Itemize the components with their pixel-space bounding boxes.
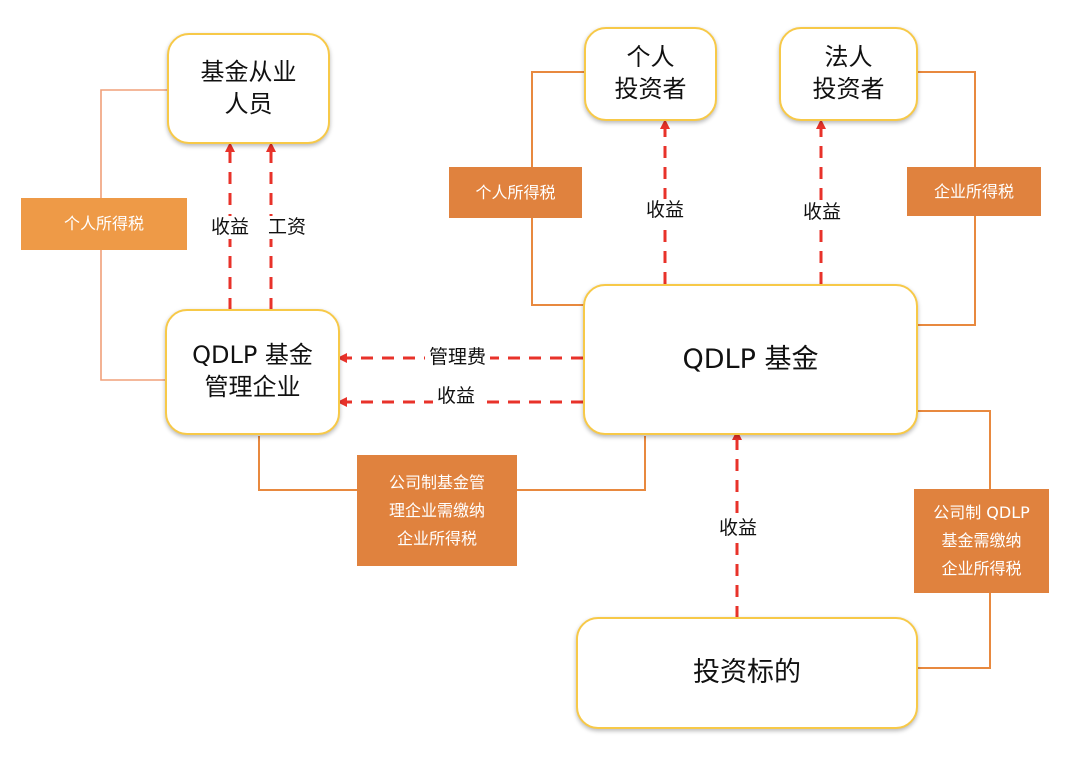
manager-corporate-tax-box: 公司制基金管 理企业需缴纳 企业所得税 <box>357 455 517 566</box>
corporate-investor-tax-box: 企业所得税 <box>907 167 1041 216</box>
corporate-investor-node: 法人 投资者 <box>779 27 918 121</box>
individual-investor-tax-box: 个人所得税 <box>449 167 582 218</box>
fund-staff-node: 基金从业 人员 <box>167 33 330 144</box>
flow-label-corporate-income: 收益 <box>799 201 846 224</box>
flow-label-staff-salary: 工资 <box>264 216 311 239</box>
fund-corporate-tax-box: 公司制 QDLP 基金需缴纳 企业所得税 <box>914 489 1049 593</box>
flow-label-staff-income: 收益 <box>207 216 254 239</box>
flow-label-management-fee: 管理费 <box>425 346 491 369</box>
flow-label-manager-income: 收益 <box>433 385 480 408</box>
staff-income-tax-box: 个人所得税 <box>21 198 187 250</box>
flow-label-individual-income: 收益 <box>642 199 689 222</box>
qdlp-fund-node: QDLP 基金 <box>583 284 918 435</box>
flow-label-target-income: 收益 <box>715 517 762 540</box>
investment-target-node: 投资标的 <box>576 617 918 729</box>
fund-manager-node: QDLP 基金 管理企业 <box>165 309 340 435</box>
individual-investor-node: 个人 投资者 <box>584 27 717 121</box>
